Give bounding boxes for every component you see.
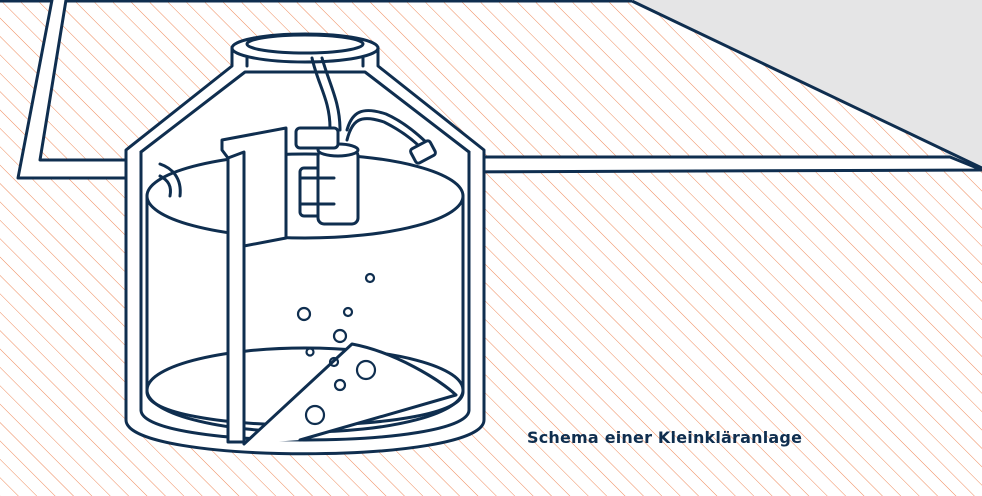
diagram-caption: Schema einer Kleinkläranlage <box>527 428 802 447</box>
outlet-pipe <box>432 157 982 172</box>
